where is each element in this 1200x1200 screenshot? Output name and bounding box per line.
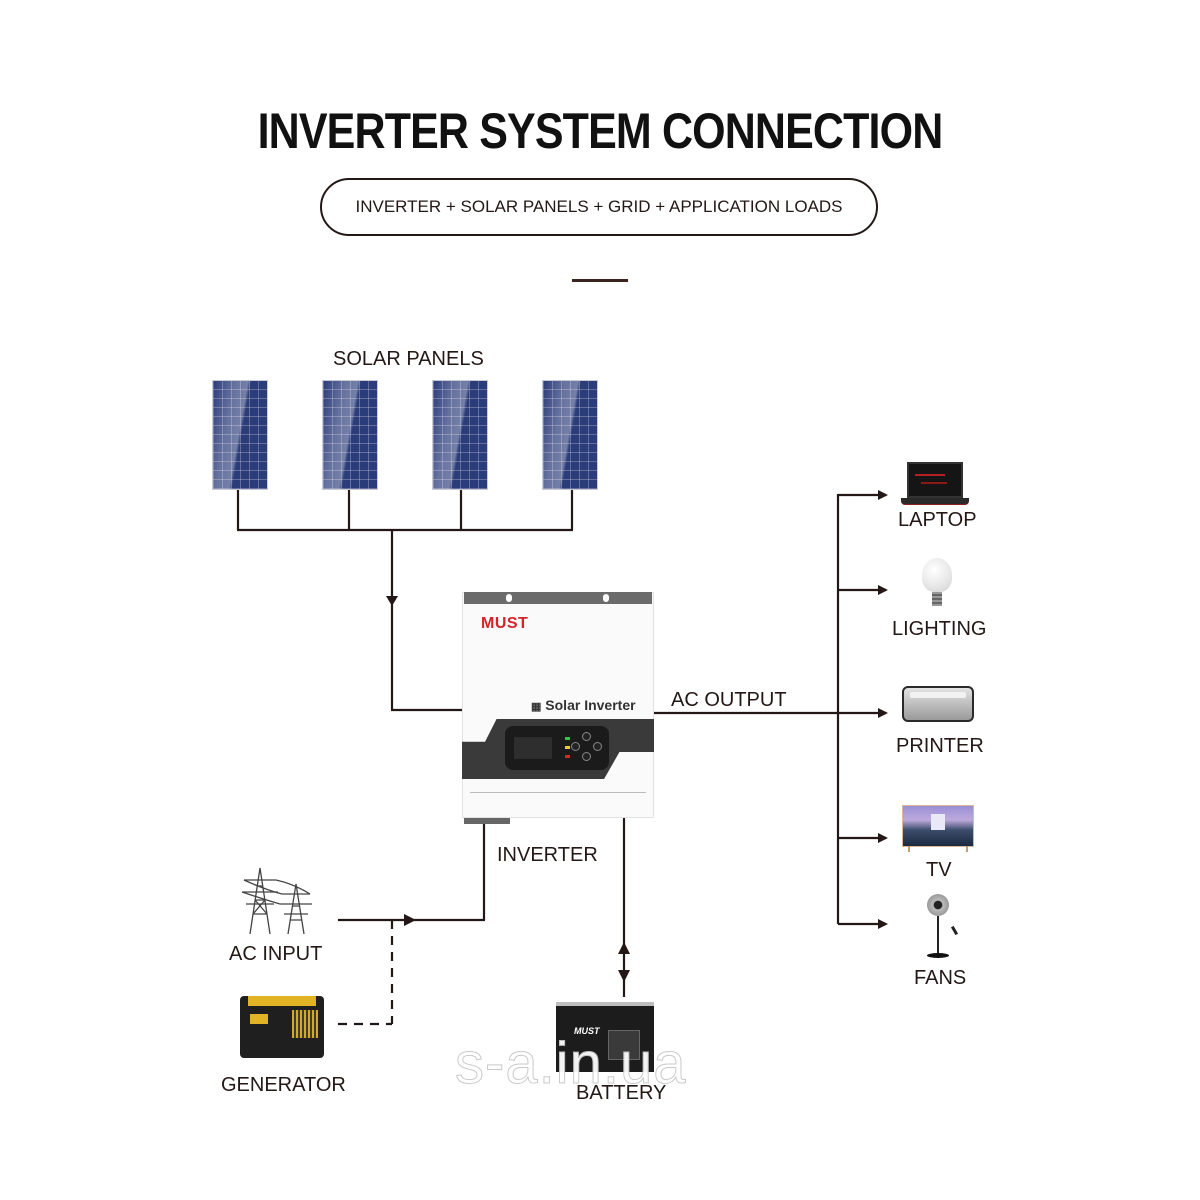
tv-stand — [908, 846, 910, 852]
mount-hole — [603, 594, 609, 602]
load-label-printer: PRINTER — [896, 735, 984, 757]
generator-frame — [248, 996, 316, 1006]
light-bulb-icon — [922, 558, 952, 592]
lcd-display — [514, 737, 552, 759]
generator-panel — [250, 1014, 268, 1024]
esc-button[interactable] — [571, 742, 580, 751]
inverter-seam — [470, 792, 646, 793]
power-pylon-icon — [241, 867, 312, 935]
load-label-lighting: LIGHTING — [892, 618, 987, 640]
ac-input-arrow — [404, 914, 416, 926]
battery-label: BATTERY — [576, 1082, 667, 1104]
laptop-base — [901, 498, 969, 505]
led-red — [565, 755, 570, 758]
grid-logo-icon: ▦ — [531, 701, 542, 713]
load-label-tv: TV — [926, 859, 952, 881]
mount-hole — [506, 594, 512, 602]
battery-brand-logo: MUST — [574, 1026, 600, 1036]
fan-icon — [927, 894, 949, 916]
printer-icon — [902, 686, 974, 722]
generator-label: GENERATOR — [221, 1074, 346, 1096]
tv-stand — [966, 846, 968, 852]
product-name-text: Solar Inverter — [545, 697, 636, 713]
led-green — [565, 737, 570, 740]
battery-charge-arrow — [618, 942, 630, 954]
inverter-body — [462, 592, 654, 818]
solar-panel-icon — [322, 380, 378, 490]
inverter-brand-logo: MUST — [481, 615, 529, 632]
system-summary-badge: INVERTER + SOLAR PANELS + GRID + APPLICA… — [320, 178, 878, 236]
load-label-laptop: LAPTOP — [898, 509, 977, 531]
enter-button[interactable] — [593, 742, 602, 751]
battery-discharge-arrow — [618, 970, 630, 982]
solar-panel-icon — [212, 380, 268, 490]
solar-panels-label: SOLAR PANELS — [333, 348, 484, 370]
up-button[interactable] — [582, 732, 591, 741]
solar-panel-icon — [542, 380, 598, 490]
fan-base — [927, 953, 949, 958]
load-label-fans: FANS — [914, 967, 967, 989]
diagram-title: INVERTER SYSTEM CONNECTION — [257, 103, 944, 159]
ac-output-label: AC OUTPUT — [671, 689, 787, 711]
inverter-product-name: ▦ Solar Inverter — [531, 697, 636, 713]
header-divider — [572, 279, 628, 282]
generator-grill — [292, 1010, 318, 1038]
inverter-mount-bar — [464, 592, 652, 604]
down-button[interactable] — [582, 752, 591, 761]
battery-spec-label — [608, 1030, 640, 1060]
laptop-icon — [907, 462, 963, 498]
inverter-terminal — [464, 818, 510, 824]
watermark: s-a.in.ua — [454, 1031, 687, 1097]
ac-input-label: AC INPUT — [229, 943, 323, 965]
solar-panel-icon — [432, 380, 488, 490]
light-bulb-base — [932, 592, 942, 606]
inverter-label: INVERTER — [497, 844, 598, 866]
led-yellow — [565, 746, 570, 749]
fan-pole — [937, 916, 939, 954]
solar-feed-arrow — [386, 596, 398, 606]
system-summary-text: INVERTER + SOLAR PANELS + GRID + APPLICA… — [355, 197, 843, 216]
tv-icon — [902, 805, 974, 847]
